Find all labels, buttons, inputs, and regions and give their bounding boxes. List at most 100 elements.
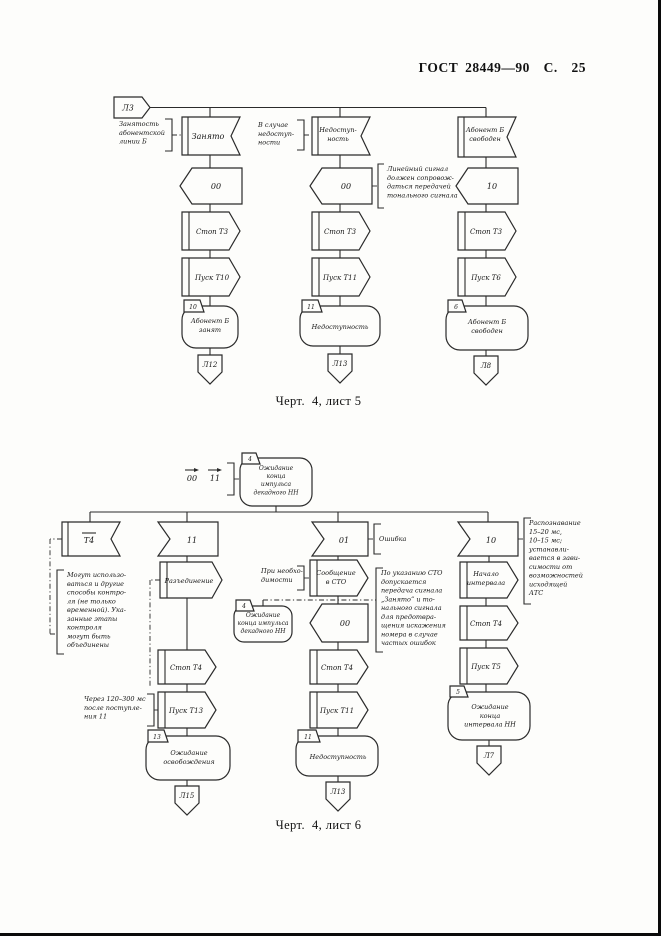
start-t10-col1: Пуск Т10: [181, 257, 241, 297]
stop-t3-col2-label: Стоп Т3: [324, 228, 357, 236]
flag-10-label: 10: [486, 536, 496, 545]
code-box-00-col1-label: 00: [211, 182, 221, 191]
signal-box-zanyato: Занято: [181, 116, 241, 156]
start-t6-col3: Пуск Т6: [457, 257, 517, 297]
stop-t4-colA: Стоп Т4: [157, 649, 217, 685]
flag-t4-label: Т4: [84, 536, 94, 545]
start-t11-col2-label: Пуск Т11: [322, 274, 357, 282]
stop-t3-col3-label: Стоп Т3: [470, 228, 503, 236]
arrow-right-icon: [194, 468, 199, 472]
state-tab-4-top: 4: [247, 456, 252, 463]
state-nedostupnost-label: Недоступность: [311, 323, 369, 331]
stop-t4-colB: Стоп Т4: [309, 649, 369, 685]
flag-01: 01: [310, 521, 369, 557]
connector-l13-sheet6: Л13: [325, 781, 351, 812]
connector-l7: Л7: [476, 745, 502, 776]
connector-l13-sheet5: Л13: [327, 353, 353, 384]
connector-l15-label: Л15: [179, 792, 195, 800]
connector-l12: Л12: [197, 354, 223, 385]
annotation-11: 11: [210, 474, 220, 483]
comment-when-needed: При необхо-димости: [260, 565, 310, 591]
stop-t3-col3: Стоп Т3: [457, 211, 517, 251]
state-nedostupnost-sheet6: 11 Недоступность: [295, 729, 379, 777]
state-tab-6: 6: [454, 304, 458, 311]
start-t6-col3-label: Пуск Т6: [470, 274, 501, 282]
flag-11: 11: [156, 521, 219, 557]
connector-l13-sheet5-label: Л13: [332, 360, 348, 368]
connector-l3-shape: [113, 96, 151, 119]
stop-t4-colC: Стоп Т4: [459, 605, 519, 641]
state-tab-13: 13: [153, 734, 161, 741]
arrow-right-icon: [217, 468, 222, 472]
stop-t4-colC-label: Стоп Т4: [470, 620, 502, 628]
comment-error: Ошибка: [368, 523, 407, 555]
caption-sheet5: Черт. 4, лист 5: [275, 394, 362, 408]
flow-lines-sheet5: [150, 106, 487, 356]
flag-01-label: 01: [339, 536, 349, 545]
state-tab-4-mini: 4: [241, 603, 246, 610]
annotation-00-11: 00 11: [185, 462, 240, 496]
state-tab-11-sheet6: 11: [304, 734, 312, 741]
connector-l8-label: Л8: [480, 362, 492, 370]
signal-box-nedostupnost-label: Недоступ-ность: [318, 126, 357, 143]
stop-t4-colB-label: Стоп Т4: [321, 664, 353, 672]
state-tab-11: 11: [307, 304, 315, 311]
start-t13-colA: Пуск Т13: [157, 691, 217, 729]
connector-l8: Л8: [473, 355, 499, 386]
connector-l13-sheet6-label: Л13: [330, 788, 346, 796]
start-t13-colA-label: Пуск Т13: [168, 707, 204, 715]
stop-t3-col1-label: Стоп Т3: [196, 228, 229, 236]
connector-l12-label: Л12: [202, 361, 218, 369]
box-razjedinenie: Разъединение: [159, 561, 223, 599]
connector-l3-label: Л3: [121, 104, 134, 113]
code-box-00-colB-label: 00: [340, 619, 350, 628]
code-box-00-col1: 00: [179, 167, 243, 205]
connector-l15: Л15: [174, 785, 200, 816]
box-razjedinenie-label: Разъединение: [164, 577, 214, 585]
stop-t3-col1: Стоп Т3: [181, 211, 241, 251]
connector-l7-label: Л7: [483, 752, 495, 760]
caption-sheet6: Черт. 4, лист 6: [275, 818, 362, 832]
code-box-10-col3: 10: [455, 167, 519, 205]
state-nedostupnost-sheet6-label: Недоступность: [309, 753, 367, 761]
flag-11-label: 11: [187, 536, 197, 545]
stop-t4-colA-label: Стоп Т4: [170, 664, 202, 672]
signal-box-nedostupnost: Недоступ-ность: [311, 116, 371, 156]
state-nedostupnost: 11 Недоступность: [299, 299, 381, 347]
code-box-00-colB: 00: [309, 603, 369, 643]
page-header: ГОСТ 28449—90 С. 25: [418, 60, 586, 75]
signal-box-zanyato-label: Занято: [192, 132, 225, 141]
code-box-00-col2: 00: [309, 167, 373, 205]
start-t5-colC-label: Пуск Т5: [470, 663, 501, 671]
